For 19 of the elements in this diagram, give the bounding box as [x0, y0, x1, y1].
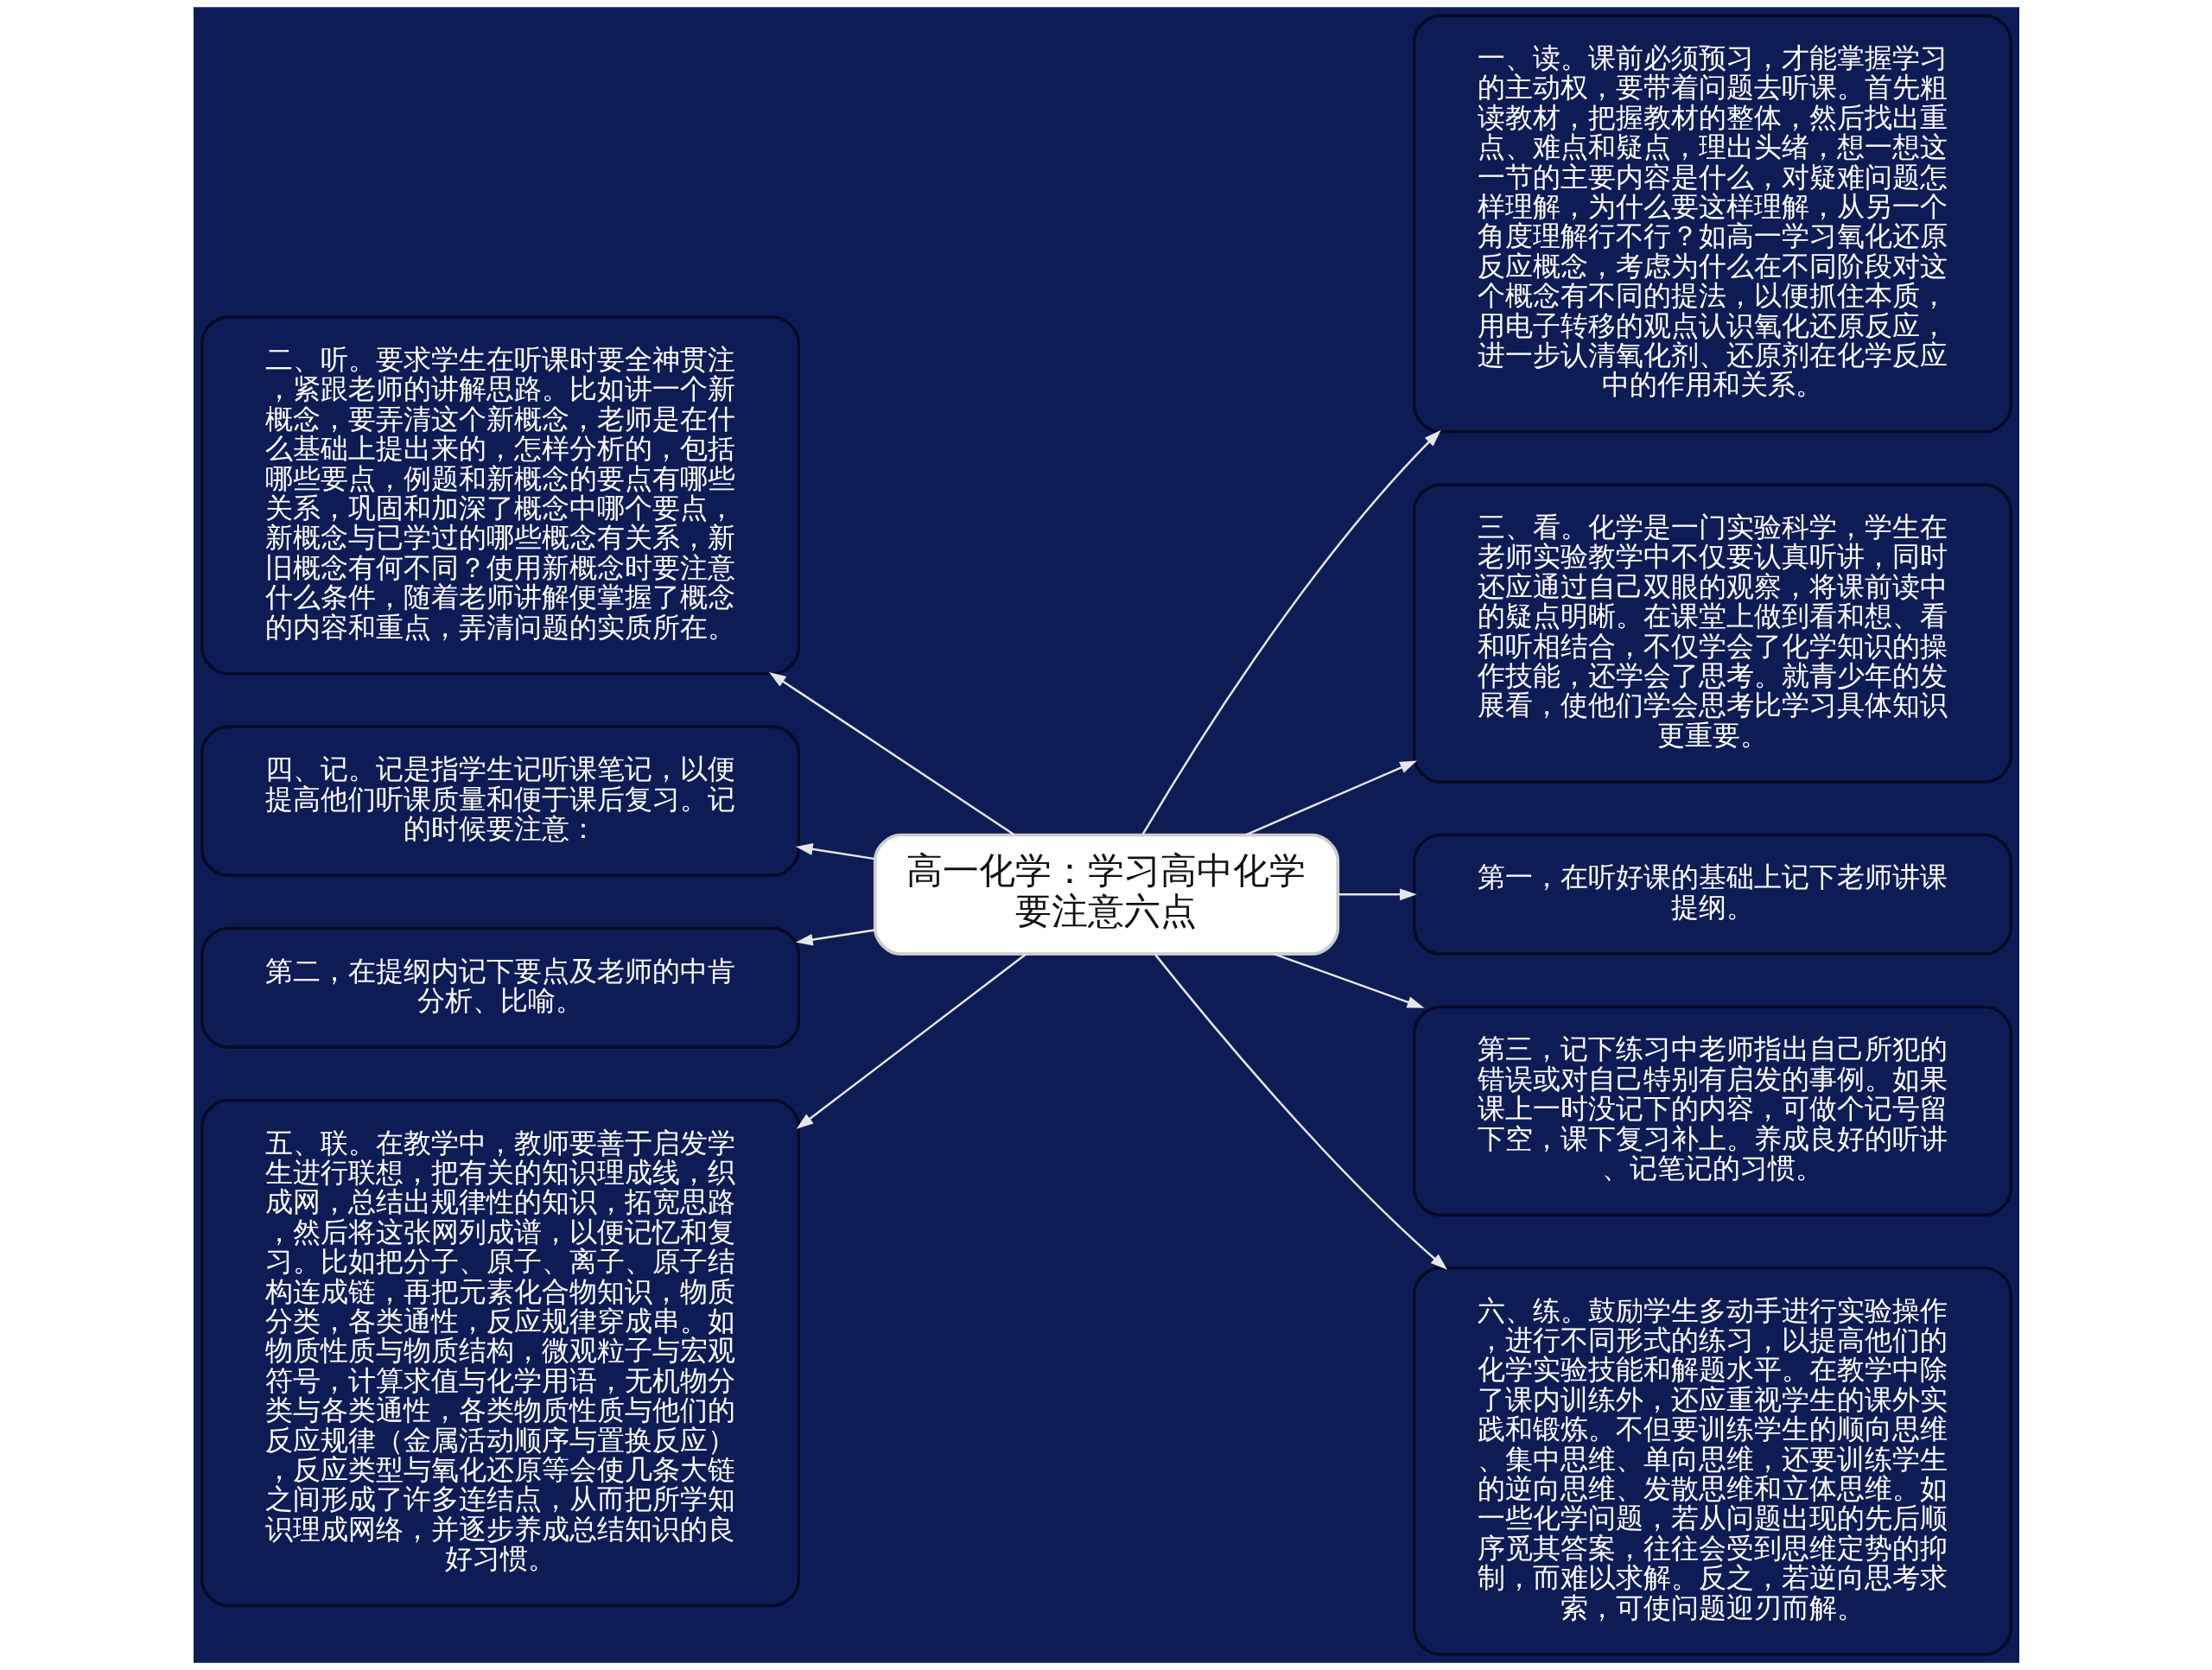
node-box: 第三，记下练习中老师指出自己所犯的错误或对自己特别有启发的事例。如果课上一时没记下的内容，可做个记号留下空，课下复习补上。养成良好的听讲、记笔记的习惯。 [1412, 1005, 2012, 1217]
arrow [1338, 888, 1417, 901]
node-box: 第二，在提纲内记下要点及老师的中肯分析、比喻。 [200, 926, 800, 1050]
arrow [1273, 952, 1424, 1008]
arrow [1141, 429, 1441, 835]
node-box: 二、听。要求学生在听课时要全神贯注，紧跟老师的讲解思路。比如讲一个新概念，要弄清这个新概念，老师是在什么基础上提出来的，怎样分析的，包括哪些要点，例题和新概念的要点有哪些关系，巩固和加深了概念中哪个要点，新概念与已学过的哪些概念有关系，新旧概念有何不同？使用新概念时要注意什么条件，随着老师讲解便掌握了概念的内容和重点，弄清问题的实质所在。 [200, 315, 800, 676]
arrow [1154, 953, 1447, 1270]
arrow [795, 929, 875, 946]
node-box: 第一，在听好课的基础上记下老师讲课提纲。 [1412, 833, 2012, 956]
node-box: 四、记。记是指学生记听课笔记，以便提高他们听课质量和便于课后复习。记的时候要注意： [200, 725, 800, 878]
arrow [1244, 760, 1417, 836]
arrow [795, 843, 875, 860]
node-box: 六、练。鼓励学生多动手进行实验操作，进行不同形式的练习，以提高他们的化学实验技能和解题水平。在教学中除了课内训练外，还应重视学生的课外实践和锻炼。不但要训练学生的顺向思维、集中思维、单向思维，还要训练学生的逆向思维、发散思维和立体思维。如一些化学问题，若从问题出现的先后顺序觅其答案，往往会受到思维定势的抑制，而难以求解。反之，若逆向思考求索，可使问题迎刃而解。 [1412, 1266, 2012, 1656]
arrow [796, 953, 1027, 1129]
arrow [768, 671, 1015, 836]
node-box: 五、联。在教学中，教师要善于启发学生进行联想，把有关的知识理成线，织成网，总结出规律性的知识，拓宽思路，然后将这张网列成谱，以便记忆和复习。比如把分子、原子、离子、原子结构连成链，再把元素化合物知识，物质分类，各类通性，反应规律穿成串。如物质性质与物质结构，微观粒子与宏观符号，计算求值与化学用语，无机物分类与各类通性，各类物质性质与他们的反应规律（金属活动顺序与置换反应），反应类型与氧化还原等会使几条大链之间形成了许多连结点，从而把所学知识理成网络，并逐步养成总结知识的良好习惯。 [200, 1098, 800, 1608]
node-box: 一、读。课前必须预习，才能掌握学习的主动权，要带着问题去听课。首先粗读教材，把握教材的整体，然后找出重点、难点和疑点，理出头绪，想一想这一节的主要内容是什么，对疑难问题怎样理解，为什么要这样理解，从另一个角度理解行不行？如高一学习氧化还原反应概念，考虑为什么在不同阶段对这个概念有不同的提法，以便抓住本质，用电子转移的观点认识氧化还原反应，进一步认清氧化剂、还原剂在化学反应中的作用和关系。 [1412, 14, 2012, 434]
node-box: 高一化学：学习高中化学要注意六点 [873, 833, 1339, 956]
node-box: 三、看。化学是一门实验科学，学生在老师实验教学中不仅要认真听讲，同时还应通过自己双眼的观察，将课前读中的疑点明晰。在课堂上做到看和想、看和听相结合，不仅学会了化学知识的操作技能，还学会了思考。就青少年的发展看，使他们学会思考比学习具体知识更重要。 [1412, 483, 2012, 784]
